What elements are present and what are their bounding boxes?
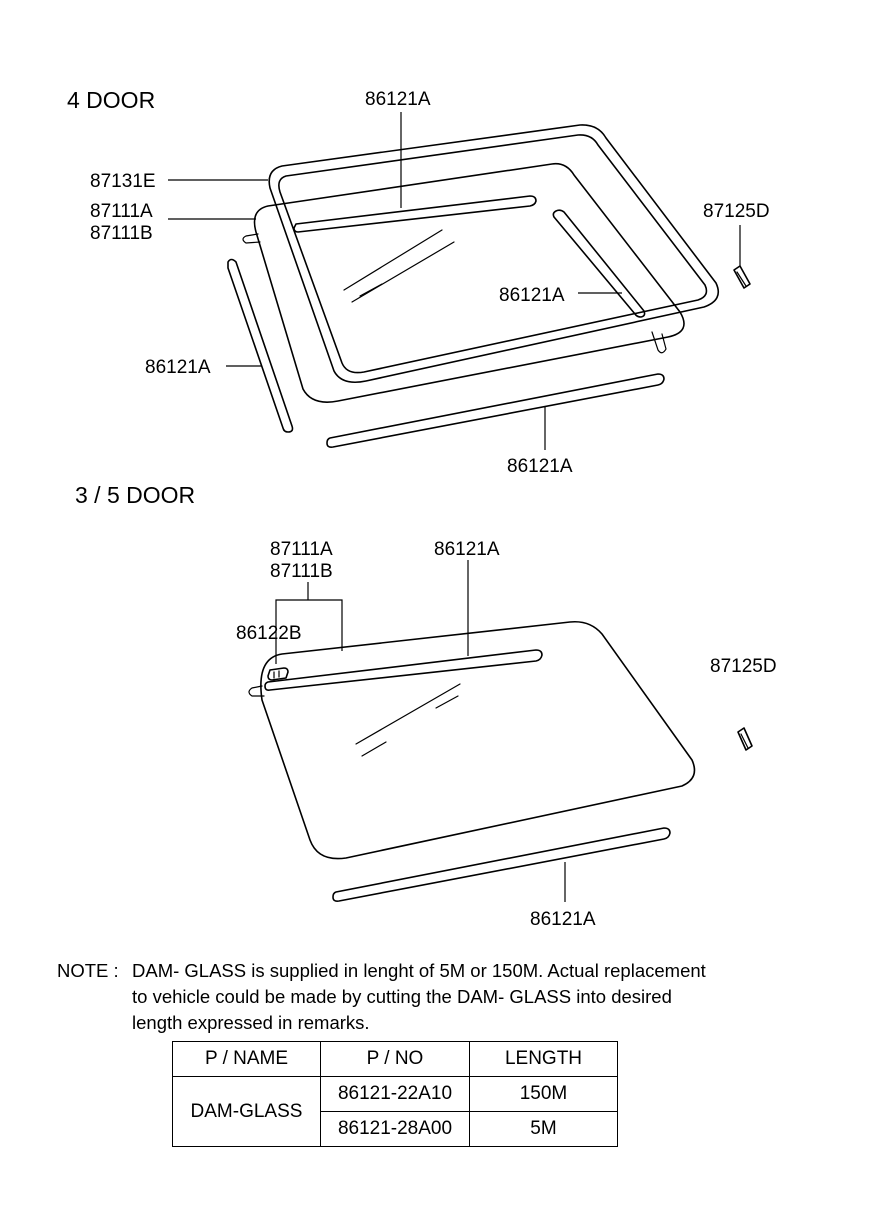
four-door-assembly: 4 DOOR 86121A 87131E [67, 87, 770, 477]
cell-length: 150M [469, 1076, 618, 1112]
label-top-86121a-right: 86121A [499, 285, 565, 306]
note-line-1: DAM- GLASS is supplied in lenght of 5M o… [132, 960, 706, 981]
parts-table: P / NAME P / NO LENGTH DAM-GLASS 86121-2… [172, 1041, 618, 1147]
table-row: 86121-28A00 5M [173, 1111, 618, 1147]
fastener-86122b-detail [273, 670, 280, 679]
glass-tab-right [651, 331, 667, 354]
cell-part-no: 86121-22A10 [320, 1076, 470, 1112]
clip-87125d-top-detail [736, 271, 747, 287]
clip-87125d-top [733, 265, 751, 289]
note-label: NOTE : [57, 960, 124, 981]
dam-strip-top [293, 195, 537, 233]
label-top-87131e: 87131E [90, 171, 156, 192]
glass-tab-left-3-5 [248, 685, 265, 697]
dam-strip-right [552, 209, 646, 318]
molding-87131e-inner [278, 134, 708, 374]
glass-87111 [253, 162, 685, 403]
molding-87131e [268, 124, 720, 384]
glass-tab-left [242, 233, 261, 244]
glare-line-5 [361, 741, 387, 757]
glare-line-2 [351, 241, 455, 303]
glare-line-4 [355, 683, 461, 745]
label-top-87125d: 87125D [703, 201, 770, 222]
label-top-86121a-top: 86121A [365, 89, 431, 110]
label-top-87111b: 87111B [90, 223, 153, 244]
glare-line-6 [435, 695, 459, 709]
header-p-no: P / NO [320, 1041, 470, 1077]
cell-length: 5M [469, 1111, 618, 1147]
section-title-4-door: 4 DOOR [67, 87, 155, 113]
header-length: LENGTH [469, 1041, 618, 1077]
label-bot-86121a-bottom: 86121A [530, 909, 596, 930]
cell-part-name: DAM-GLASS [172, 1076, 321, 1147]
cell-part-no: 86121-28A00 [320, 1111, 470, 1147]
label-top-86121a-left: 86121A [145, 357, 211, 378]
note-line-3: length expressed in remarks. [132, 1012, 370, 1033]
label-bot-86121a-top: 86121A [434, 539, 500, 560]
table-header-row: P / NAME P / NO LENGTH [172, 1041, 618, 1077]
glare-line-3 [359, 283, 383, 297]
label-top-87111a: 87111A [90, 201, 153, 222]
label-bot-87111a: 87111A [270, 539, 333, 560]
clip-87125d-bottom-detail [740, 733, 749, 749]
fastener-86122b [267, 667, 289, 681]
table-row: DAM-GLASS 86121-22A10 150M [172, 1076, 618, 1147]
three-five-door-assembly: 3 / 5 DOOR 87111A 87111B 86121A 86122B 8… [75, 482, 777, 930]
parts-diagram: 4 DOOR 86121A 87131E [67, 87, 777, 930]
label-bot-87111b: 87111B [270, 561, 333, 582]
glare-line-1 [343, 229, 443, 291]
label-bot-87125d: 87125D [710, 656, 777, 677]
dam-strip-top-3-5 [264, 649, 543, 691]
label-bot-86122b: 86122B [236, 623, 302, 644]
dam-strip-bottom-loose [326, 373, 665, 448]
note-line-2: to vehicle could be made by cutting the … [132, 986, 672, 1007]
header-p-name: P / NAME [172, 1041, 321, 1077]
dam-strip-left-loose [227, 258, 294, 433]
section-title-3-5-door: 3 / 5 DOOR [75, 482, 195, 508]
label-top-86121a-bottom: 86121A [507, 456, 573, 477]
leader-bot-87111-bracket [275, 599, 343, 664]
glass-3-5-door [260, 620, 696, 860]
note-block: NOTE : DAM- GLASS is supplied in lenght … [57, 958, 857, 1036]
dam-strip-bottom-loose-3-5 [332, 827, 671, 902]
clip-87125d-bottom [737, 727, 753, 751]
